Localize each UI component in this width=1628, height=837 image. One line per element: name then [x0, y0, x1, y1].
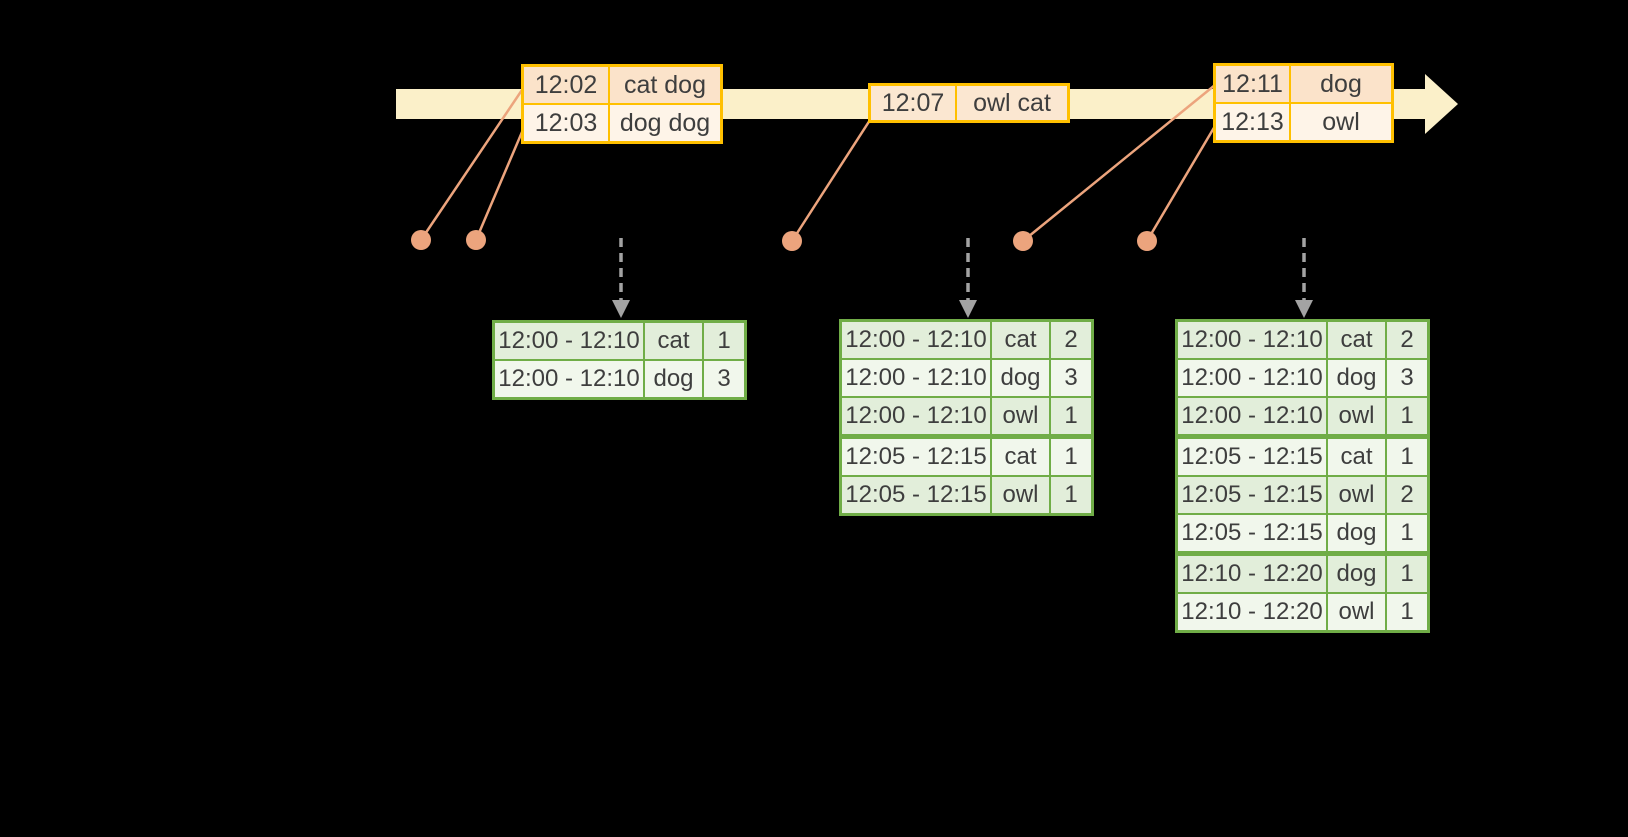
window-cell: 12:00 - 12:10 — [1178, 322, 1326, 358]
event-time-cell: 12:07 — [871, 86, 955, 120]
count-cell: 2 — [1387, 322, 1427, 358]
word-cell: dog — [1328, 515, 1385, 551]
emit-arrowhead-icon — [1295, 300, 1313, 318]
window-cell: 12:00 - 12:10 — [495, 323, 643, 359]
event-connector-line — [1022, 84, 1216, 242]
emit-arrowhead-icon — [959, 300, 977, 318]
count-cell: 1 — [1387, 515, 1427, 551]
window-cell: 12:10 - 12:20 — [1178, 556, 1326, 592]
event-time-cell: 12:02 — [524, 67, 608, 103]
event-connector-line — [419, 86, 526, 241]
event-time-cell: 12:13 — [1216, 104, 1289, 140]
window-cell: 12:05 - 12:15 — [1178, 477, 1326, 513]
window-cell: 12:00 - 12:10 — [842, 360, 990, 396]
event-marker-dot — [782, 231, 802, 251]
event-marker-dot — [1013, 231, 1033, 251]
count-cell: 1 — [1387, 439, 1427, 475]
word-cell: cat — [1328, 439, 1385, 475]
event-marker-dot — [466, 230, 486, 250]
window-cell: 12:00 - 12:10 — [1178, 398, 1326, 434]
event-marker-dot — [1137, 231, 1157, 251]
window-cell: 12:10 - 12:20 — [1178, 594, 1326, 630]
event-words-cell: dog dog — [610, 105, 720, 141]
count-cell: 1 — [1051, 477, 1091, 513]
word-cell: cat — [1328, 322, 1385, 358]
count-cell: 3 — [1387, 360, 1427, 396]
count-cell: 1 — [1387, 594, 1427, 630]
window-cell: 12:05 - 12:15 — [842, 477, 990, 513]
count-cell: 2 — [1387, 477, 1427, 513]
event-time-cell: 12:11 — [1216, 66, 1289, 102]
event-connector-line — [790, 119, 872, 242]
word-cell: owl — [992, 398, 1049, 434]
word-cell: owl — [1328, 594, 1385, 630]
word-cell: cat — [992, 439, 1049, 475]
count-cell: 2 — [1051, 322, 1091, 358]
word-cell: dog — [1328, 360, 1385, 396]
word-cell: dog — [645, 361, 702, 397]
window-cell: 12:00 - 12:10 — [495, 361, 643, 397]
window-cell: 12:05 - 12:15 — [1178, 515, 1326, 551]
event-connector-line — [1145, 125, 1217, 242]
count-cell: 1 — [704, 323, 744, 359]
count-cell: 1 — [1387, 398, 1427, 434]
word-cell: owl — [1328, 398, 1385, 434]
event-words-cell: owl — [1291, 104, 1391, 140]
word-cell: owl — [992, 477, 1049, 513]
word-cell: dog — [992, 360, 1049, 396]
window-cell: 12:00 - 12:10 — [842, 322, 990, 358]
count-cell: 1 — [1387, 556, 1427, 592]
timeline-arrowhead-icon — [1425, 74, 1458, 134]
event-connector-line — [474, 124, 527, 241]
count-cell: 1 — [1051, 439, 1091, 475]
count-cell: 3 — [1051, 360, 1091, 396]
event-time-cell: 12:03 — [524, 105, 608, 141]
event-words-cell: dog — [1291, 66, 1391, 102]
emit-arrowhead-icon — [612, 300, 630, 318]
window-cell: 12:05 - 12:15 — [842, 439, 990, 475]
window-cell: 12:00 - 12:10 — [1178, 360, 1326, 396]
event-words-cell: owl cat — [957, 86, 1067, 120]
window-cell: 12:05 - 12:15 — [1178, 439, 1326, 475]
count-cell: 1 — [1051, 398, 1091, 434]
word-cell: cat — [645, 323, 702, 359]
word-cell: owl — [1328, 477, 1385, 513]
event-words-cell: cat dog — [610, 67, 720, 103]
count-cell: 3 — [704, 361, 744, 397]
word-cell: dog — [1328, 556, 1385, 592]
word-cell: cat — [992, 322, 1049, 358]
window-cell: 12:00 - 12:10 — [842, 398, 990, 434]
event-marker-dot — [411, 230, 431, 250]
